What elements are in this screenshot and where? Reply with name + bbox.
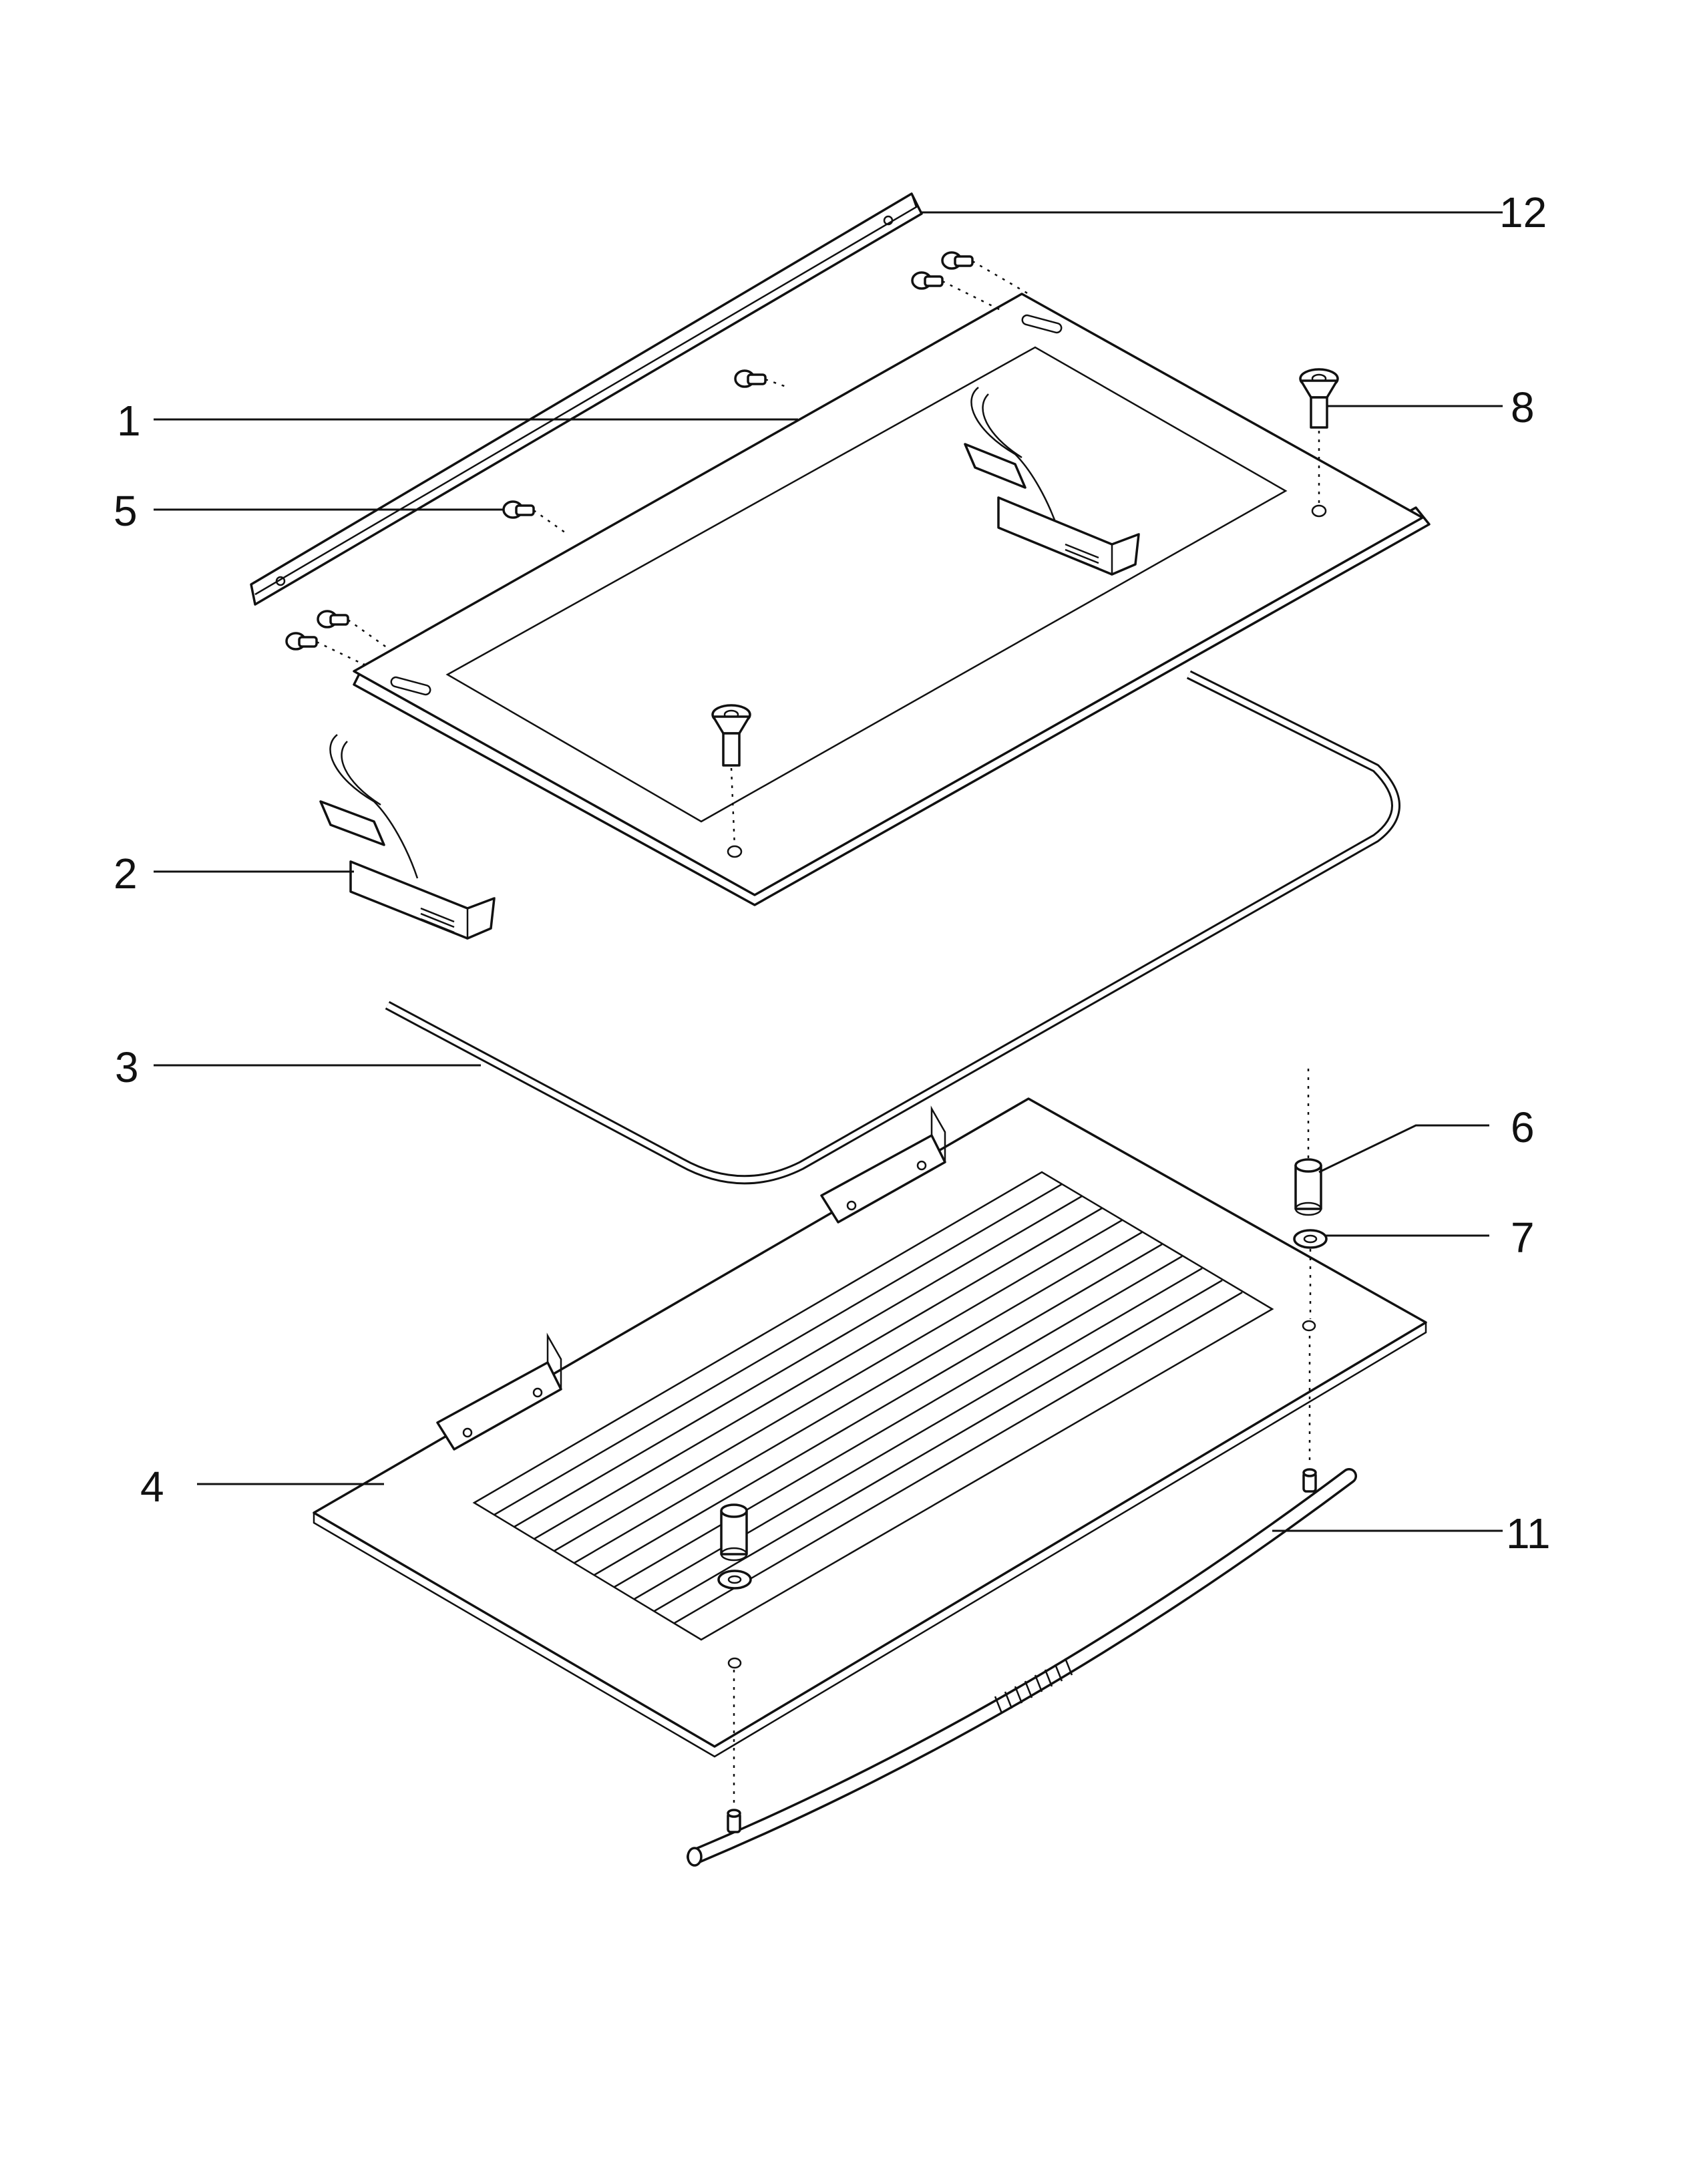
screw-8a [1299, 368, 1339, 429]
callout-7: 7 [1511, 1214, 1535, 1262]
callout-2: 2 [114, 850, 138, 898]
part-2-latch-clip-right [964, 387, 1140, 576]
part-11-handle-rod [687, 1336, 1357, 1867]
screw-8b [711, 704, 751, 767]
screw-5e [317, 610, 349, 628]
part-12-side-rail [250, 192, 923, 606]
callout-3: 3 [115, 1043, 139, 1091]
callout-4: 4 [140, 1463, 164, 1511]
screw-5a [941, 251, 974, 270]
screw-5f [285, 632, 318, 651]
spacer-6b [720, 1503, 748, 1562]
leader-lines [154, 211, 1503, 1532]
part-1-top-frame [353, 293, 1431, 906]
part-7-washers [717, 1229, 1328, 1590]
part-6-spacers [720, 1069, 1322, 1562]
part-2-latch-clip-left [319, 734, 496, 940]
spacer-6a [1294, 1158, 1322, 1216]
washer-7a [1293, 1229, 1328, 1249]
screw-5d [502, 500, 535, 519]
callout-8: 8 [1511, 383, 1535, 431]
callout-5: 5 [114, 487, 138, 535]
part-3-gasket-rod [385, 670, 1400, 1185]
hinge-tab-left [436, 1332, 562, 1451]
callout-labels: 12 1 8 5 2 3 6 7 4 11 [114, 188, 1550, 1558]
leader-6 [1318, 1124, 1489, 1173]
callout-11: 11 [1506, 1509, 1550, 1558]
callout-1: 1 [117, 397, 141, 445]
part-5-screws [285, 251, 1029, 666]
screw-5c [734, 369, 767, 388]
part-8-countersunk-screws [711, 368, 1339, 848]
callout-6: 6 [1511, 1103, 1535, 1151]
washer-7b [717, 1570, 752, 1590]
grip-knurl [994, 1658, 1073, 1714]
screw-5b [911, 271, 944, 290]
hinge-tab-right [820, 1105, 946, 1224]
part-4-bottom-plate [313, 1097, 1427, 1758]
callout-12: 12 [1499, 188, 1547, 236]
